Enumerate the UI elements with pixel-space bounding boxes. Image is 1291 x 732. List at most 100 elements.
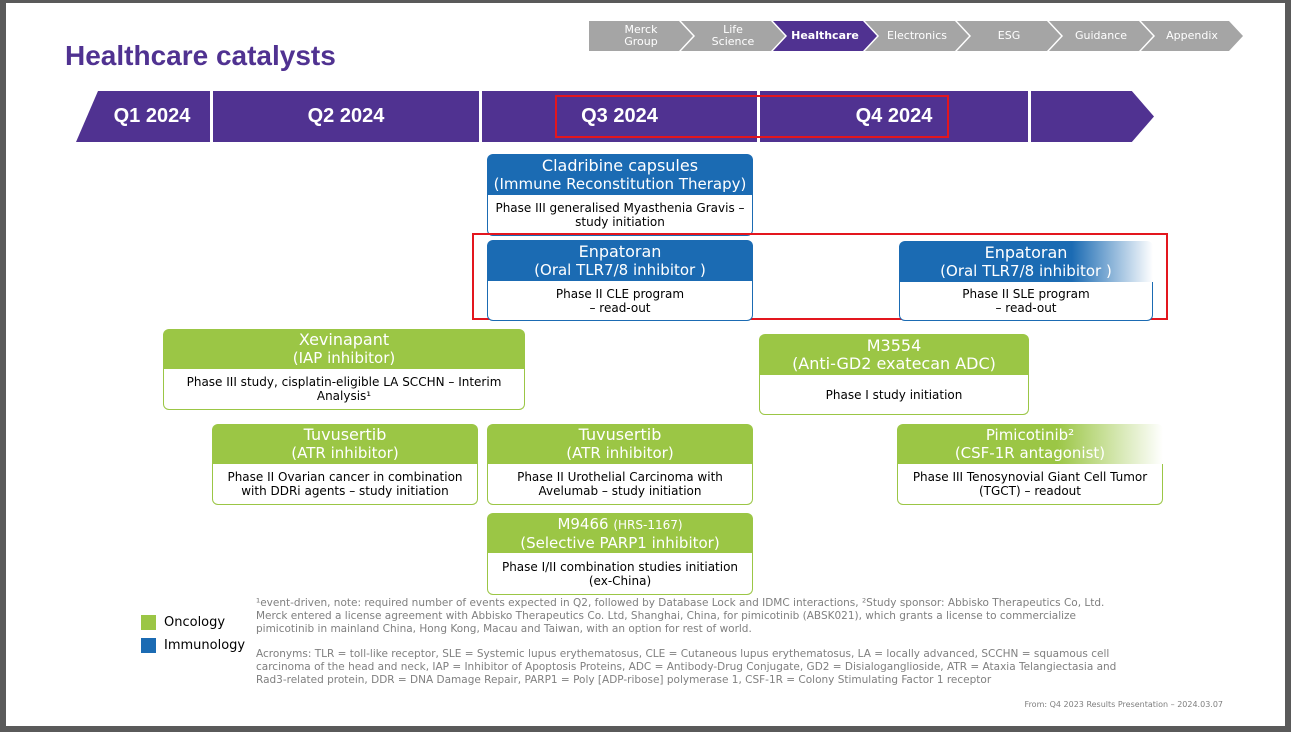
card-enpatoran-q4: Enpatoran (Oral TLR7/8 inhibitor ) Phase… bbox=[899, 241, 1153, 321]
footnote-line-1: ¹event-driven, note: required number of … bbox=[256, 597, 1105, 609]
card-body-line-1: Phase II SLE program bbox=[962, 287, 1090, 301]
acronyms-line-3: Rad3-related protein, DDR = DNA Damage R… bbox=[256, 674, 992, 686]
card-m3554: M3554 (Anti-GD2 exatecan ADC) Phase I st… bbox=[759, 334, 1029, 415]
card-pimicotinib-body: Phase III Tenosynovial Giant Cell Tumor … bbox=[897, 464, 1163, 505]
card-pimicotinib-header: Pimicotinib² (CSF-1R antagonist) bbox=[897, 424, 1163, 464]
card-tuvusertib-q3: Tuvusertib (ATR inhibitor) Phase II Urot… bbox=[487, 424, 753, 505]
card-sub: (ATR inhibitor) bbox=[566, 444, 674, 462]
footnote-line-2: Merck entered a license agreement with A… bbox=[256, 610, 1076, 622]
card-body-line-1: Phase II Ovarian cancer in combination bbox=[227, 470, 463, 484]
card-body-line-1: Phase II CLE program bbox=[555, 286, 685, 301]
card-body-line-2: Avelumab – study initiation bbox=[538, 484, 702, 498]
legend-oncology: Oncology bbox=[141, 615, 225, 630]
timeline-q2-label: Q2 2024 bbox=[307, 105, 385, 127]
card-body-line-1: Phase III Tenosynovial Giant Cell Tumor bbox=[912, 470, 1148, 484]
legend-oncology-swatch bbox=[141, 615, 156, 630]
timeline-q2: Q2 2024 bbox=[213, 91, 479, 142]
footnote-line-3: pimicotinib in mainland China, Hong Kong… bbox=[256, 623, 752, 635]
card-cladribine-body: Phase III generalised Myasthenia Gravis … bbox=[487, 195, 753, 236]
source-note: From: Q4 2023 Results Presentation – 202… bbox=[1024, 700, 1223, 709]
card-name: Pimicotinib² bbox=[985, 426, 1075, 444]
card-name: M3554 bbox=[866, 335, 922, 355]
card-m3554-header: M3554 (Anti-GD2 exatecan ADC) bbox=[759, 334, 1029, 375]
card-tuvusertib-q2-body: Phase II Ovarian cancer in combination w… bbox=[212, 464, 478, 505]
card-sub: (CSF-1R antagonist) bbox=[954, 444, 1106, 462]
nav-appendix[interactable]: Appendix bbox=[1141, 21, 1243, 51]
legend-immunology: Immunology bbox=[141, 638, 245, 653]
nav-merck-label-1: Merck bbox=[624, 23, 658, 36]
card-enpatoran-q4-body: Phase II SLE program – read-out bbox=[899, 282, 1153, 321]
card-tuvusertib-q2: Tuvusertib (ATR inhibitor) Phase II Ovar… bbox=[212, 424, 478, 505]
card-name: Xevinapant bbox=[298, 330, 390, 349]
card-sub: (Oral TLR7/8 inhibitor ) bbox=[940, 261, 1112, 280]
highlight-box-enpatoran bbox=[472, 233, 1168, 320]
nav-electronics[interactable]: Electronics bbox=[865, 21, 969, 51]
nav-healthcare[interactable]: Healthcare bbox=[773, 21, 877, 51]
card-tuvusertib-q2-header: Tuvusertib (ATR inhibitor) bbox=[212, 424, 478, 464]
card-name-extra: (HRS-1167) bbox=[613, 517, 683, 532]
card-name: Enpatoran bbox=[578, 241, 662, 261]
highlight-box-q3-q4 bbox=[555, 95, 949, 138]
nav-healthcare-label: Healthcare bbox=[791, 29, 859, 42]
legend-immunology-swatch bbox=[141, 638, 156, 653]
timeline-q3: Q3 2024 bbox=[482, 91, 757, 142]
card-sub: (Anti-GD2 exatecan ADC) bbox=[792, 353, 996, 373]
card-name: M9466 bbox=[557, 514, 609, 533]
nav-guidance-label: Guidance bbox=[1074, 29, 1128, 42]
card-cladribine-header: Cladribine capsules (Immune Reconstituti… bbox=[487, 154, 753, 195]
acronyms: Acronyms: TLR = toll-like receptor, SLE … bbox=[256, 648, 1156, 687]
nav-life-label-2: Science bbox=[711, 35, 755, 48]
card-sub: (Selective PARP1 inhibitor) bbox=[520, 533, 720, 552]
nav-esg[interactable]: ESG bbox=[957, 21, 1061, 51]
card-sub: (ATR inhibitor) bbox=[291, 444, 399, 462]
legend-oncology-label: Oncology bbox=[164, 615, 226, 630]
nav-guidance[interactable]: Guidance bbox=[1049, 21, 1153, 51]
timeline-q4: Q4 2024 bbox=[760, 91, 1028, 142]
card-name: Tuvusertib bbox=[578, 425, 662, 444]
timeline-q1-label: Q1 2024 bbox=[113, 105, 191, 127]
legend-immunology-label: Immunology bbox=[164, 638, 246, 653]
acronyms-line-1: Acronyms: TLR = toll-like receptor, SLE … bbox=[256, 648, 1110, 660]
nav-life-label-1: Life bbox=[723, 23, 743, 36]
card-m9466: M9466 (HRS-1167) (Selective PARP1 inhibi… bbox=[487, 513, 753, 595]
card-name: Enpatoran bbox=[984, 242, 1068, 262]
nav-esg-label: ESG bbox=[997, 29, 1021, 42]
card-m9466-header: M9466 (HRS-1167) (Selective PARP1 inhibi… bbox=[487, 513, 753, 553]
timeline-q1: Q1 2024 bbox=[76, 91, 210, 142]
card-tuvusertib-q3-body: Phase II Urothelial Carcinoma with Avelu… bbox=[487, 464, 753, 505]
nav-electronics-label: Electronics bbox=[887, 29, 947, 42]
card-body-line-2: study initiation bbox=[575, 215, 665, 229]
timeline-arrow-tip bbox=[1031, 91, 1154, 142]
acronyms-line-2: carcinoma of the head and neck, IAP = In… bbox=[256, 661, 1117, 673]
card-sub: (IAP inhibitor) bbox=[292, 349, 396, 367]
nav-merck-label-2: Group bbox=[624, 35, 658, 48]
card-cladribine: Cladribine capsules (Immune Reconstituti… bbox=[487, 154, 753, 236]
footnotes: ¹event-driven, note: required number of … bbox=[256, 597, 1156, 636]
card-body-line-1: Phase I study initiation bbox=[825, 387, 963, 402]
card-xevinapant-body: Phase III study, cisplatin-eligible LA S… bbox=[163, 369, 525, 410]
card-m3554-body: Phase I study initiation bbox=[759, 375, 1029, 415]
card-name-row: M9466 (HRS-1167) bbox=[487, 515, 753, 534]
card-sub: (Immune Reconstitution Therapy) bbox=[493, 174, 747, 193]
card-xevinapant-header: Xevinapant (IAP inhibitor) bbox=[163, 329, 525, 369]
page-title: Healthcare catalysts bbox=[65, 40, 336, 71]
card-body-line-1: Phase III generalised Myasthenia Gravis … bbox=[495, 201, 745, 215]
card-body-line-2: with DDRi agents – study initiation bbox=[241, 484, 449, 498]
card-name: Cladribine capsules bbox=[541, 155, 699, 175]
card-enpatoran-q3-body: Phase II CLE program – read-out bbox=[487, 281, 753, 321]
card-enpatoran-q3-header: Enpatoran (Oral TLR7/8 inhibitor ) bbox=[487, 240, 753, 281]
card-body-line-2: – read-out bbox=[995, 301, 1057, 315]
card-xevinapant: Xevinapant (IAP inhibitor) Phase III stu… bbox=[163, 329, 525, 410]
nav-appendix-label: Appendix bbox=[1166, 29, 1218, 42]
card-pimicotinib: Pimicotinib² (CSF-1R antagonist) Phase I… bbox=[897, 424, 1163, 505]
timeline-q3-label: Q3 2024 bbox=[581, 105, 658, 127]
card-body-line-1: Phase III study, cisplatin-eligible LA S… bbox=[186, 375, 502, 389]
card-body-line-2: (TGCT) – readout bbox=[978, 484, 1081, 498]
card-enpatoran-q3: Enpatoran (Oral TLR7/8 inhibitor ) Phase… bbox=[487, 240, 753, 321]
card-body-line-2: – read-out bbox=[589, 300, 651, 315]
timeline-q4-label: Q4 2024 bbox=[855, 105, 933, 127]
card-enpatoran-q4-header: Enpatoran (Oral TLR7/8 inhibitor ) bbox=[899, 241, 1153, 282]
card-body-line-2: Analysis¹ bbox=[316, 389, 372, 403]
